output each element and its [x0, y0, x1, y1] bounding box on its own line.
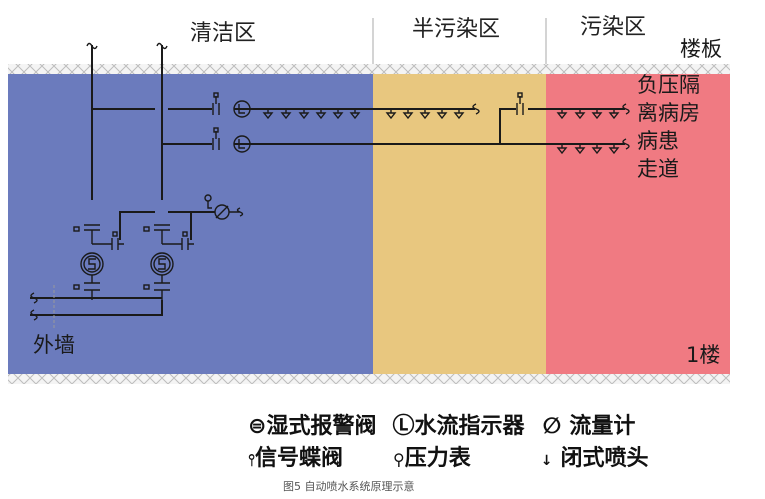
signal-butterfly-valve-icon: ⫯ [248, 450, 255, 469]
flow-meter-icon: ∅ [542, 414, 562, 439]
closed-sprinkler-icon [591, 109, 603, 120]
closed-sprinkler-icon [453, 109, 465, 120]
zone-semi [373, 74, 546, 374]
wet-alarm-valve-icon [143, 224, 194, 300]
ward-label-line1: 负压隔 [637, 73, 700, 97]
zone-label-clean: 清洁区 [190, 21, 256, 46]
wet-alarm-valve-icon: ⊜ [248, 414, 267, 439]
branch-pipe [499, 108, 625, 144]
closed-sprinkler-icon [556, 144, 568, 155]
pressure-gauge-icon [204, 194, 212, 209]
pipe-break-icon [229, 207, 244, 217]
closed-sprinkler-icon [349, 109, 361, 120]
legend-row-1: ⊜湿式报警阀 Ⓛ水流指示器 ∅ 流量计 [248, 408, 635, 440]
closed-sprinkler-icon: ↓ [540, 453, 553, 469]
legend-label: 流量计 [569, 414, 636, 439]
riser-pipe [91, 45, 163, 200]
floor-slab-label: 楼板 [680, 37, 722, 61]
supply-main [30, 297, 163, 316]
closed-sprinkler-icon [298, 109, 310, 120]
closed-sprinkler-icon [436, 109, 448, 120]
figure-caption: 图5 自动喷水系统原理示意 [283, 480, 415, 493]
pipe-break-icon [86, 42, 168, 50]
legend-row-2: ⫯信号蝶阀 ⚲压力表 ↓ 闭式喷头 [248, 440, 648, 472]
legend-label: 水流指示器 [414, 414, 525, 439]
closed-sprinkler-icon [262, 109, 274, 120]
corridor-label-line2: 走道 [637, 157, 679, 181]
closed-sprinkler-icon [608, 109, 620, 120]
closed-sprinkler-icon [385, 109, 397, 120]
outer-wall-label: 外墙 [33, 333, 75, 357]
closed-sprinkler-group [262, 109, 620, 155]
pipe-break-icon [30, 292, 38, 321]
zone-label-contaminated: 污染区 [580, 15, 646, 40]
legend-label: 压力表 [404, 446, 471, 471]
closed-sprinkler-icon [315, 109, 327, 120]
closed-sprinkler-icon [574, 109, 586, 120]
wet-alarm-valve-icon [73, 224, 124, 300]
floor-slab [8, 374, 730, 384]
closed-sprinkler-icon [419, 109, 431, 120]
closed-sprinkler-icon [608, 144, 620, 155]
closed-sprinkler-icon [591, 144, 603, 155]
closed-sprinkler-icon [402, 109, 414, 120]
legend-label: 湿式报警阀 [266, 414, 377, 439]
test-pipe [119, 211, 215, 240]
closed-sprinkler-icon [280, 109, 292, 120]
water-flow-indicator-icon: Ⓛ [392, 414, 415, 439]
alarm-valve-assembly [73, 224, 194, 300]
floor-number-label: 1楼 [686, 343, 720, 367]
ward-label-line2: 离病房 [637, 101, 700, 125]
legend-label: 闭式喷头 [560, 446, 649, 471]
signal-butterfly-valve-icon [212, 92, 524, 150]
water-flow-indicator-icon [233, 100, 251, 153]
zone-contaminated [546, 74, 730, 374]
corridor-label-line1: 病患 [637, 129, 679, 153]
closed-sprinkler-icon [556, 109, 568, 120]
zone-label-semi: 半污染区 [412, 17, 500, 42]
closed-sprinkler-icon [332, 109, 344, 120]
ceiling-slab [8, 64, 730, 74]
legend-label: 信号蝶阀 [254, 446, 343, 471]
pressure-gauge-icon: ⚲ [392, 450, 405, 469]
closed-sprinkler-icon [574, 144, 586, 155]
pipe-break-icon [472, 103, 630, 150]
